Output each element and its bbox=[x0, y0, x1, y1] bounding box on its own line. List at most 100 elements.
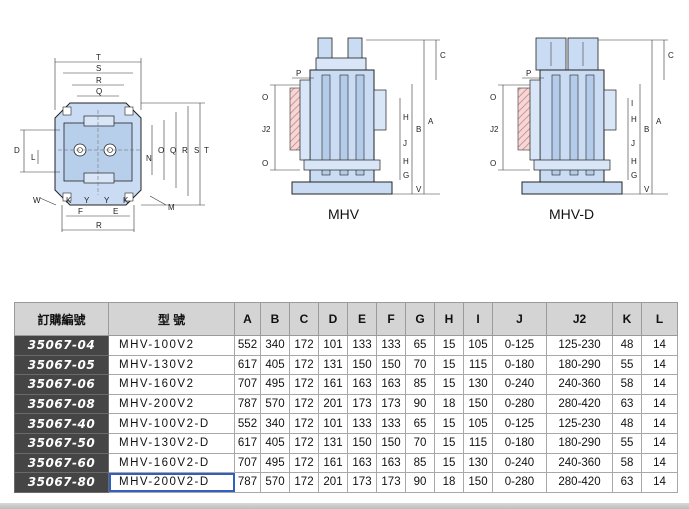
value-cell-f: 173 bbox=[376, 393, 406, 415]
value-cell-k: 55 bbox=[612, 432, 642, 454]
value-cell-c: 172 bbox=[289, 472, 319, 493]
dim-S2-label: S bbox=[194, 146, 199, 155]
mhvd-dim-C-label: C bbox=[668, 51, 674, 60]
header-E: E bbox=[347, 302, 377, 336]
mhv-dim-J-label: J bbox=[403, 139, 407, 148]
dim-W-label: W bbox=[33, 196, 41, 205]
dim-Q-label: Q bbox=[96, 87, 102, 96]
value-cell-j2: 125-230 bbox=[546, 335, 613, 356]
value-cell-a: 552 bbox=[234, 413, 261, 434]
value-cell-k: 63 bbox=[612, 393, 642, 415]
dim-M-label: M bbox=[168, 203, 175, 212]
value-cell-h: 18 bbox=[434, 472, 464, 493]
spec-table: 訂購編號 型 號 A B C D E F G H I J J2 K L 3506… bbox=[14, 302, 678, 493]
mhv-dim-A-label: A bbox=[428, 117, 434, 126]
value-cell-j2: 180-290 bbox=[546, 354, 613, 376]
value-cell-j: 0-240 bbox=[492, 374, 547, 395]
value-cell-b: 495 bbox=[260, 452, 290, 474]
mhv-dim-J2-label: J2 bbox=[262, 125, 271, 134]
value-cell-h: 15 bbox=[434, 432, 464, 454]
value-cell-d: 131 bbox=[318, 354, 348, 376]
order-number-cell: 35067-06 bbox=[14, 374, 109, 395]
value-cell-i: 115 bbox=[463, 432, 493, 454]
value-cell-i: 105 bbox=[463, 335, 493, 356]
header-D: D bbox=[318, 302, 348, 336]
mhv-side-view-drawing: P O J2 O C A B H J H G V bbox=[262, 37, 446, 195]
value-cell-j: 0-125 bbox=[492, 335, 547, 356]
value-cell-j: 0-180 bbox=[492, 354, 547, 376]
value-cell-l: 14 bbox=[641, 432, 678, 454]
dim-R3-label: R bbox=[96, 221, 102, 230]
value-cell-k: 58 bbox=[612, 374, 642, 395]
value-cell-e: 163 bbox=[347, 374, 377, 395]
mhvd-dim-J2-label: J2 bbox=[490, 125, 499, 134]
value-cell-k: 55 bbox=[612, 354, 642, 376]
value-cell-b: 340 bbox=[260, 413, 290, 434]
value-cell-a: 707 bbox=[234, 374, 261, 395]
mhv-dim-H2-label: H bbox=[403, 157, 409, 166]
value-cell-e: 173 bbox=[347, 472, 377, 493]
mhv-dim-G-label: G bbox=[403, 171, 409, 180]
value-cell-l: 14 bbox=[641, 335, 678, 356]
value-cell-g: 85 bbox=[405, 452, 435, 474]
value-cell-l: 14 bbox=[641, 374, 678, 395]
mhvd-dim-J-label: J bbox=[631, 139, 635, 148]
value-cell-d: 131 bbox=[318, 432, 348, 454]
order-number-cell: 35067-50 bbox=[14, 432, 109, 454]
dim-Y-label: Y bbox=[84, 196, 90, 205]
value-cell-i: 150 bbox=[463, 472, 493, 493]
order-number-cell: 35067-05 bbox=[14, 354, 109, 376]
mhvd-dim-B-label: B bbox=[644, 125, 649, 134]
value-cell-d: 161 bbox=[318, 374, 348, 395]
order-number-cell: 35067-08 bbox=[14, 393, 109, 415]
value-cell-j: 0-180 bbox=[492, 432, 547, 454]
dim-K-label: K bbox=[66, 196, 72, 205]
value-cell-e: 173 bbox=[347, 393, 377, 415]
model-cell: MHV-160V2-D bbox=[108, 452, 235, 474]
mhvd-dim-H-label: H bbox=[631, 115, 637, 124]
value-cell-g: 65 bbox=[405, 335, 435, 356]
value-cell-f: 163 bbox=[376, 374, 406, 395]
mhv-dim-V-label: V bbox=[416, 185, 422, 194]
order-number-cell: 35067-60 bbox=[14, 452, 109, 474]
value-cell-l: 14 bbox=[641, 413, 678, 434]
header-J2: J2 bbox=[546, 302, 613, 336]
value-cell-c: 172 bbox=[289, 413, 319, 434]
value-cell-c: 172 bbox=[289, 452, 319, 474]
value-cell-c: 172 bbox=[289, 393, 319, 415]
model-cell: MHV-200V2 bbox=[108, 393, 235, 415]
value-cell-f: 163 bbox=[376, 452, 406, 474]
mhv-caption: MHV bbox=[328, 206, 360, 222]
header-G: G bbox=[405, 302, 435, 336]
header-B: B bbox=[260, 302, 290, 336]
value-cell-a: 617 bbox=[234, 432, 261, 454]
top-view-drawing: T S R Q bbox=[14, 53, 209, 232]
value-cell-f: 150 bbox=[376, 432, 406, 454]
value-cell-g: 85 bbox=[405, 374, 435, 395]
value-cell-e: 150 bbox=[347, 432, 377, 454]
drawings-svg: T S R Q bbox=[14, 37, 674, 232]
value-cell-h: 15 bbox=[434, 452, 464, 474]
value-cell-j2: 180-290 bbox=[546, 432, 613, 454]
value-cell-f: 133 bbox=[376, 413, 406, 434]
value-cell-h: 15 bbox=[434, 374, 464, 395]
value-cell-d: 101 bbox=[318, 413, 348, 434]
bottom-edge-bar bbox=[0, 503, 689, 509]
value-cell-c: 172 bbox=[289, 354, 319, 376]
model-cell: MHV-100V2-D bbox=[108, 413, 235, 434]
dim-T2-label: T bbox=[204, 146, 209, 155]
value-cell-h: 15 bbox=[434, 413, 464, 434]
value-cell-i: 115 bbox=[463, 354, 493, 376]
dim-Q2-label: Q bbox=[170, 146, 176, 155]
dim-O-label: O bbox=[158, 146, 164, 155]
model-cell: MHV-200V2-D bbox=[108, 472, 235, 493]
value-cell-j2: 280-420 bbox=[546, 393, 613, 415]
value-cell-l: 14 bbox=[641, 452, 678, 474]
mhvd-dim-V-label: V bbox=[644, 185, 650, 194]
